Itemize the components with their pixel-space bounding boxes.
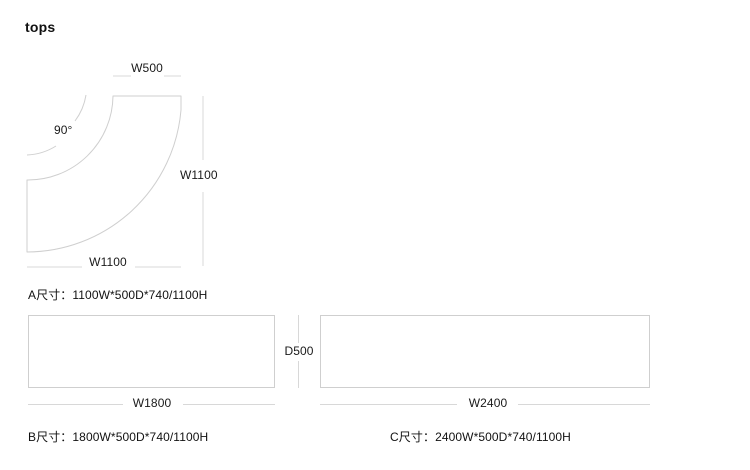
dimension-label-d500: D500 — [284, 344, 314, 358]
dimension-label-w1100-bottom: W1100 — [89, 255, 127, 269]
dimension-label-w1100-right: W1100 — [180, 168, 218, 182]
dimline-d500-lower — [298, 361, 299, 388]
dimline-w2400-right — [518, 404, 650, 405]
dimension-label-angle-90: 90° — [54, 123, 73, 137]
dimline-d500-upper — [298, 315, 299, 343]
angle-arc-upper — [74, 94, 87, 122]
dimension-label-w2400: W2400 — [468, 396, 508, 410]
dimension-label-w500: W500 — [131, 61, 163, 75]
caption-desk-b: B尺寸：1800W*500D*740/1100H — [28, 430, 209, 444]
angle-arc-lower — [26, 145, 57, 156]
desk-c-panel — [320, 315, 650, 388]
caption-desk-c: C尺寸：2400W*500D*740/1100H — [390, 430, 571, 444]
dimension-label-w1800: W1800 — [132, 396, 172, 410]
caption-desk-a: A尺寸：1100W*500D*740/1100H — [28, 288, 208, 302]
dimline-w1800-right — [183, 404, 275, 405]
desk-b-panel — [28, 315, 275, 388]
page-title: tops — [25, 19, 56, 35]
corner-desk-a-outline — [26, 95, 182, 253]
dimline-w2400-left — [320, 404, 457, 405]
dimline-w1800-left — [28, 404, 123, 405]
